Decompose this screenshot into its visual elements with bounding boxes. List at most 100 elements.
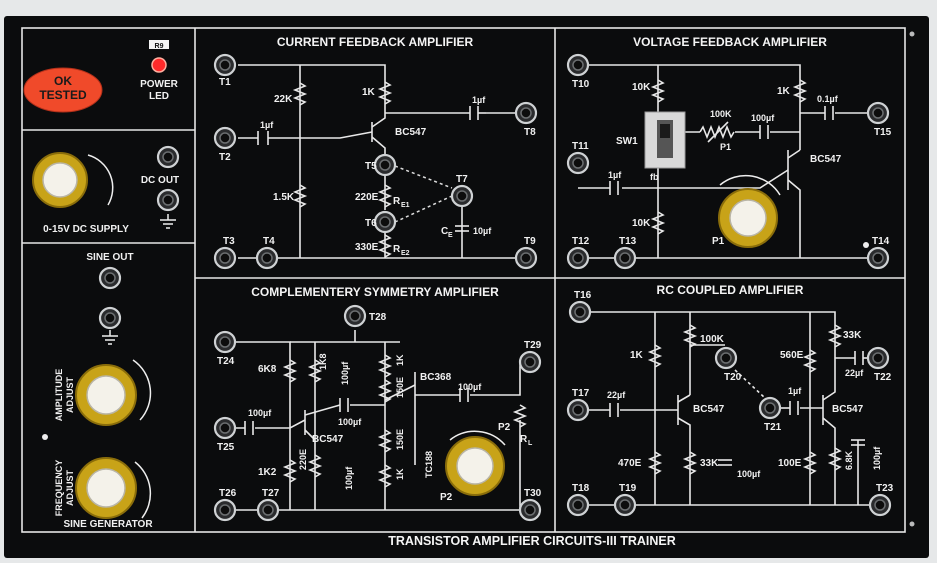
terminal-t20[interactable]: T20 bbox=[714, 346, 742, 383]
dc-out-jack[interactable] bbox=[156, 145, 180, 169]
svg-text:100K: 100K bbox=[700, 334, 725, 345]
terminal-t22[interactable]: T22 bbox=[866, 346, 892, 383]
svg-text:BC547: BC547 bbox=[810, 154, 842, 165]
svg-text:P1: P1 bbox=[720, 142, 731, 152]
panel-title: TRANSISTOR AMPLIFIER CIRCUITS-III TRAINE… bbox=[388, 534, 676, 548]
terminal-label: T30 bbox=[524, 488, 542, 499]
svg-text:1µf: 1µf bbox=[788, 386, 802, 396]
sine-ground-jack[interactable] bbox=[98, 306, 122, 330]
terminal-label: T5 bbox=[365, 161, 377, 172]
terminal-t29[interactable]: T29 bbox=[518, 340, 542, 374]
terminal-label: T14 bbox=[872, 236, 890, 247]
frequency-adjust-label: ADJUST bbox=[65, 470, 75, 507]
svg-text:L: L bbox=[528, 440, 533, 447]
cs-labels: 6K8 1K8 100µf 100µf 100µf 100µf 100µf 1K… bbox=[248, 353, 533, 503]
terminal-t17[interactable]: T17 bbox=[566, 388, 590, 422]
svg-text:560E: 560E bbox=[780, 350, 804, 361]
svg-text:BC547: BC547 bbox=[312, 434, 344, 445]
current-feedback-title: CURRENT FEEDBACK AMPLIFIER bbox=[277, 35, 474, 49]
tested-label: TESTED bbox=[39, 88, 87, 102]
terminal-t16[interactable]: T16 bbox=[568, 290, 592, 324]
sine-out-jack[interactable] bbox=[98, 266, 122, 290]
svg-text:P2: P2 bbox=[440, 492, 453, 503]
svg-text:1.5K: 1.5K bbox=[273, 192, 295, 203]
svg-text:E1: E1 bbox=[401, 202, 410, 209]
svg-text:100µf: 100µf bbox=[344, 466, 354, 490]
power-led: R9 POWER LED bbox=[140, 40, 179, 102]
dc-ground-jack[interactable] bbox=[156, 188, 180, 212]
screw-dot bbox=[909, 521, 915, 527]
terminal-t23[interactable]: T23 bbox=[868, 483, 894, 517]
p2-knob[interactable] bbox=[445, 430, 506, 496]
svg-text:BC368: BC368 bbox=[420, 372, 452, 383]
svg-text:0.1µf: 0.1µf bbox=[817, 94, 839, 104]
terminal-t2[interactable]: T2 bbox=[213, 126, 237, 163]
terminal-t26[interactable]: T26 bbox=[213, 488, 237, 522]
corner-dot bbox=[42, 434, 48, 440]
terminal-t4[interactable]: T4 bbox=[255, 236, 279, 270]
terminal-label: T29 bbox=[524, 340, 542, 351]
terminal-t13[interactable]: T13 bbox=[613, 236, 637, 270]
terminal-t8[interactable]: T8 bbox=[514, 101, 538, 138]
terminal-t10[interactable]: T10 bbox=[566, 53, 590, 90]
terminal-label: T24 bbox=[217, 356, 235, 367]
terminal-t21[interactable]: T21 bbox=[758, 396, 782, 433]
p1-knob[interactable] bbox=[718, 174, 781, 248]
svg-text:R: R bbox=[393, 196, 401, 207]
ground-icon bbox=[102, 330, 118, 345]
svg-text:6K8: 6K8 bbox=[258, 364, 277, 375]
terminal-t24[interactable]: T24 bbox=[213, 330, 237, 367]
terminal-label: T7 bbox=[456, 174, 468, 185]
svg-text:E: E bbox=[448, 232, 453, 239]
rc-coupled-title: RC COUPLED AMPLIFIER bbox=[657, 283, 804, 297]
terminal-t6[interactable]: T6 bbox=[365, 210, 397, 234]
terminal-t14[interactable]: T14 bbox=[866, 236, 890, 270]
sw1-switch[interactable] bbox=[644, 111, 686, 169]
terminal-label: T17 bbox=[572, 388, 590, 399]
terminal-t30[interactable]: T30 bbox=[518, 488, 542, 522]
terminal-t18[interactable]: T18 bbox=[566, 483, 590, 517]
svg-text:10K: 10K bbox=[632, 82, 651, 93]
svg-text:33K: 33K bbox=[700, 458, 719, 469]
terminal-t5[interactable]: T5 bbox=[365, 153, 397, 177]
terminal-label: T3 bbox=[223, 236, 235, 247]
svg-text:1µf: 1µf bbox=[260, 120, 274, 130]
terminal-label: T20 bbox=[724, 372, 742, 383]
terminal-t3[interactable]: T3 bbox=[213, 236, 237, 270]
terminal-t27[interactable]: T27 bbox=[256, 488, 280, 522]
svg-text:220E: 220E bbox=[355, 192, 379, 203]
dc-supply-knob[interactable] bbox=[32, 152, 114, 208]
terminal-t1[interactable]: T1 bbox=[213, 53, 237, 88]
amplitude-knob[interactable] bbox=[75, 359, 152, 426]
terminal-t25[interactable]: T25 bbox=[213, 416, 237, 453]
complementary-title: COMPLEMENTERY SYMMETRY AMPLIFIER bbox=[251, 285, 499, 299]
svg-text:P2: P2 bbox=[498, 422, 511, 433]
frequency-knob[interactable] bbox=[75, 457, 152, 519]
svg-text:100µf: 100µf bbox=[872, 446, 882, 470]
svg-text:1K: 1K bbox=[630, 350, 644, 361]
dc-out-label: DC OUT bbox=[141, 175, 179, 186]
ground-icon bbox=[160, 214, 176, 229]
sine-out-label: SINE OUT bbox=[86, 252, 133, 263]
terminal-label: T13 bbox=[619, 236, 637, 247]
svg-text:470E: 470E bbox=[618, 458, 642, 469]
terminal-label: T10 bbox=[572, 79, 590, 90]
terminal-t12[interactable]: T12 bbox=[566, 236, 590, 270]
amplitude-label: AMPLITUDE bbox=[54, 369, 64, 422]
terminal-label: T4 bbox=[263, 236, 275, 247]
svg-text:330E: 330E bbox=[355, 242, 379, 253]
terminal-t11[interactable]: T11 bbox=[566, 141, 589, 175]
terminal-t9[interactable]: T9 bbox=[514, 236, 538, 270]
terminal-t15[interactable]: T15 bbox=[866, 101, 892, 138]
terminal-label: T11 bbox=[572, 141, 589, 152]
led-tag: R9 bbox=[155, 43, 164, 50]
terminal-label: T21 bbox=[764, 422, 782, 433]
svg-text:E2: E2 bbox=[401, 250, 410, 257]
terminal-t7[interactable]: T7 bbox=[450, 174, 474, 208]
svg-text:1K: 1K bbox=[362, 87, 376, 98]
terminal-t28[interactable]: T28 bbox=[343, 304, 387, 328]
terminal-t19[interactable]: T19 bbox=[613, 483, 637, 517]
terminal-label: T25 bbox=[217, 442, 235, 453]
svg-text:1K: 1K bbox=[777, 86, 791, 97]
svg-text:100µf: 100µf bbox=[338, 417, 362, 427]
